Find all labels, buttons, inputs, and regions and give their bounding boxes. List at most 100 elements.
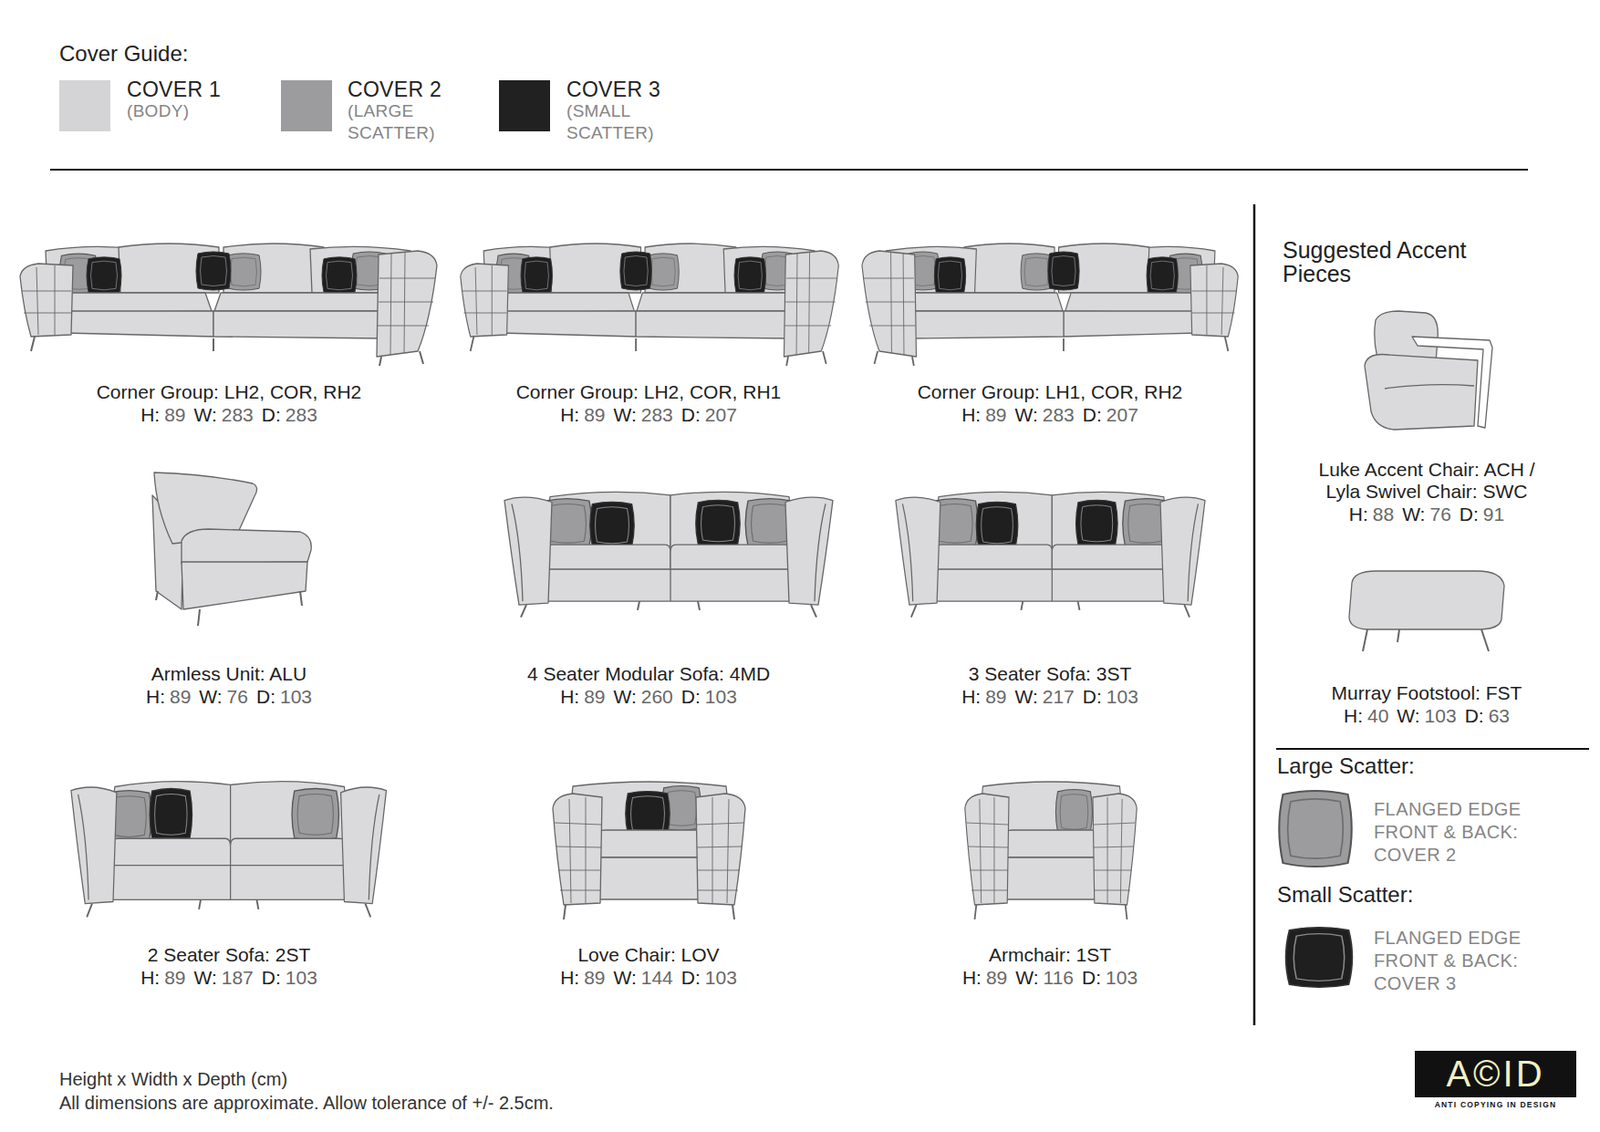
corner-group-drawing (20, 250, 437, 366)
dimension-value: 103 (705, 966, 738, 988)
heading: Cover Guide: (59, 41, 188, 67)
dimension-key: W: (1014, 404, 1038, 426)
dimension-key: D: (261, 404, 281, 426)
dimension-key: H: (1343, 705, 1363, 727)
dimension-value: 283 (285, 404, 318, 426)
corner-group-drawing (483, 243, 815, 294)
dimension-value: 89 (583, 685, 605, 707)
logo-box (1414, 1050, 1577, 1098)
dimension-value: 89 (583, 404, 605, 426)
logo-box (1414, 1050, 1577, 1098)
dimension-value: 103 (1106, 685, 1139, 707)
dimension-key: H: (140, 404, 160, 426)
dimension-line: H:89W:217D:103 (867, 685, 1233, 708)
dimension-key: D: (1082, 685, 1102, 707)
dimension-value: 88 (1372, 503, 1394, 525)
dimension-key: H: (560, 685, 580, 707)
dimension-value: 89 (986, 966, 1008, 988)
product-label: Armless Unit: ALUH:89W:76D:103 (46, 663, 412, 708)
dimension-value: 116 (1043, 966, 1074, 988)
footstool-drawing (1349, 571, 1505, 630)
armless-unit-drawing (155, 591, 302, 626)
sofa-drawing (895, 491, 1206, 617)
product-label: Corner Group: LH2, COR, RH1H:89W:283D:20… (457, 381, 841, 426)
product-label: Corner Group: LH2, COR, RH2H:89W:283D:28… (37, 381, 421, 426)
dimension-key: D: (1082, 404, 1102, 426)
sofa-drawing (291, 788, 339, 841)
rule-line (1253, 204, 1257, 1026)
product-name: 3 Seater Sofa: 3ST (867, 663, 1233, 686)
dimension-key: H: (140, 966, 160, 988)
dimension-line: H:89W:283D:283 (37, 404, 421, 426)
dimension-line: H:89W:187D:103 (46, 966, 412, 989)
armless-unit-drawing (181, 529, 312, 564)
dimension-key: H: (1349, 503, 1369, 525)
product-name: Armless Unit: ALU (46, 663, 412, 686)
product-label: 2 Seater Sofa: 2STH:89W:187D:103 (46, 944, 412, 989)
footstool-drawing (1349, 571, 1505, 652)
product-name: Corner Group: LH2, COR, RH1 (457, 381, 841, 404)
dimension-key: W: (1015, 966, 1039, 988)
dimension-value: 283 (641, 404, 674, 426)
dimension-line: H:89W:283D:207 (457, 404, 841, 426)
logo-mark: A©ID (1414, 1050, 1577, 1098)
product-label: Luke Accent Chair: ACH / Lyla Swivel Cha… (1304, 458, 1549, 526)
dimension-line: H:40W:103D:63 (1289, 705, 1564, 728)
legend-text: COVER 1 (BODY) (126, 78, 264, 123)
section-heading: Small Scatter: (1277, 882, 1551, 908)
sofa-drawing (149, 788, 192, 841)
dimension-key: D: (1464, 705, 1485, 727)
dimension-value: 76 (1429, 503, 1451, 525)
dimension-line: H:88W:76D:91 (1304, 503, 1549, 526)
dimension-key: D: (256, 685, 276, 707)
corner-group-drawing (862, 250, 1238, 366)
scatter-cushion-icon (1286, 927, 1353, 988)
chair-drawing (552, 793, 746, 920)
rule-line (50, 168, 1528, 171)
dimension-key: H: (560, 404, 580, 426)
dimension-key: H: (145, 685, 166, 707)
product-name: Armchair: 1ST (867, 944, 1233, 967)
dimension-key: W: (193, 404, 217, 426)
dimension-key: W: (612, 966, 636, 988)
corner-group-drawing (460, 250, 839, 366)
dimension-key: W: (612, 685, 636, 707)
chair-drawing (965, 793, 1137, 920)
dimension-key: W: (193, 966, 217, 988)
dimension-value: 40 (1367, 705, 1389, 727)
chair-drawing (965, 781, 1137, 920)
armless-unit-drawing (152, 472, 312, 626)
product-name: Love Chair: LOV (466, 944, 832, 967)
dimension-value: 89 (169, 685, 191, 707)
dimension-value: 260 (641, 685, 674, 707)
cushion-note: FLANGED EDGE FRONT & BACK: COVER 2 (1373, 798, 1540, 867)
footstool-drawing (1362, 629, 1489, 652)
cushion-note: FLANGED EDGE FRONT & BACK: COVER 3 (1373, 926, 1540, 996)
dimension-value: 63 (1488, 705, 1510, 727)
product-label: 3 Seater Sofa: 3STH:89W:217D:103 (867, 663, 1233, 708)
sofa-drawing (71, 787, 387, 917)
legend-swatch (280, 80, 333, 132)
dimension-line: H:89W:116D:103 (867, 966, 1233, 989)
dimension-line: H:89W:144D:103 (466, 966, 832, 989)
chair-drawing (552, 781, 746, 920)
accent-chair-drawing (1364, 354, 1478, 431)
dimension-value: 103 (280, 685, 312, 707)
dimension-key: W: (198, 685, 222, 707)
dimension-value: 207 (1106, 404, 1139, 426)
legend-swatch (59, 80, 111, 132)
dimension-value: 103 (1105, 966, 1138, 988)
sofa-drawing (504, 491, 833, 617)
footnote: All dimensions are approximate. Allow to… (59, 1091, 881, 1114)
dimension-value: 207 (705, 404, 738, 426)
logo-tagline: ANTI COPYING IN DESIGN (1414, 1100, 1577, 1110)
legend-swatch (498, 80, 551, 132)
dimension-key: W: (1014, 685, 1038, 707)
dimension-key: W: (1402, 503, 1425, 525)
dimension-key: D: (1081, 966, 1102, 988)
dimension-key: W: (612, 404, 636, 426)
product-label: Love Chair: LOVH:89W:144D:103 (466, 944, 832, 989)
chair-drawing (625, 791, 670, 837)
dimension-line: H:89W:283D:207 (858, 404, 1242, 426)
corner-group-drawing (862, 243, 1238, 366)
